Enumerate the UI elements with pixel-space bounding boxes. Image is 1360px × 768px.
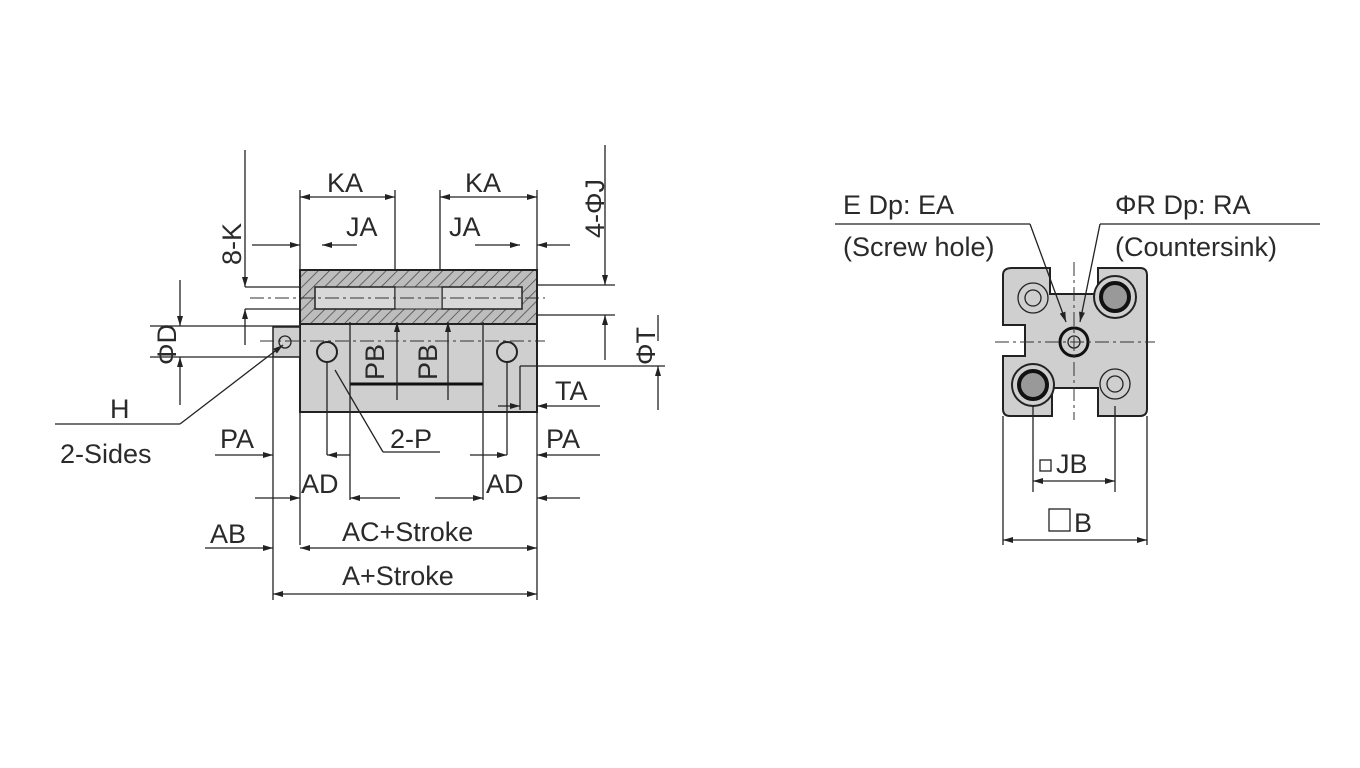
countersink-label: (Countersink) <box>1115 232 1277 262</box>
side-view: KA KA JA JA 8-K 4-ΦJ ΦD ΦT PB PB H 2-Sid… <box>55 145 665 600</box>
screw-hole-icon <box>1017 282 1131 400</box>
screw-hole-label: (Screw hole) <box>843 232 995 262</box>
extension-lines <box>55 190 665 600</box>
end-view: E Dp: EA (Screw hole) ΦR Dp: RA (Counter… <box>835 190 1320 545</box>
ja-left-label: JA <box>346 212 378 242</box>
h-label: H <box>110 394 130 424</box>
phi-t-label: ΦT <box>631 327 661 365</box>
ta-label: TA <box>555 376 588 406</box>
b-label: B <box>1074 508 1092 538</box>
end-view-lines <box>835 223 1320 545</box>
jb-label: JB <box>1056 449 1088 479</box>
ac-stroke-label: AC+Stroke <box>342 517 473 547</box>
pa-left-label: PA <box>220 424 254 454</box>
h-hole-icon <box>278 335 292 349</box>
8-k-label: 8-K <box>217 223 247 265</box>
r-depth-label: ΦR Dp: RA <box>1115 190 1251 220</box>
pb-left-label: PB <box>360 344 390 380</box>
2-sides-label: 2-Sides <box>60 439 152 469</box>
cylinder-body <box>299 321 538 413</box>
2-p-label: 2-P <box>390 424 432 454</box>
ad-right-label: AD <box>486 469 524 499</box>
pb-right-label: PB <box>413 344 443 380</box>
phi-d-label: ΦD <box>152 324 182 365</box>
square-symbol-icon <box>1039 459 1052 472</box>
ja-right-label: JA <box>449 212 481 242</box>
port-right <box>496 341 518 363</box>
port-left <box>316 341 338 363</box>
4-phi-j-label: 4-ΦJ <box>580 179 610 238</box>
dimension-lines <box>177 145 661 597</box>
ad-left-label: AD <box>301 469 339 499</box>
pa-right-label: PA <box>546 424 580 454</box>
flange-tab <box>272 326 301 358</box>
ab-label: AB <box>210 519 246 549</box>
a-stroke-label: A+Stroke <box>342 561 454 591</box>
e-depth-label: E Dp: EA <box>843 190 954 220</box>
ka-left-label: KA <box>327 168 363 198</box>
square-symbol-icon <box>1048 508 1071 532</box>
ka-right-label: KA <box>465 168 501 198</box>
